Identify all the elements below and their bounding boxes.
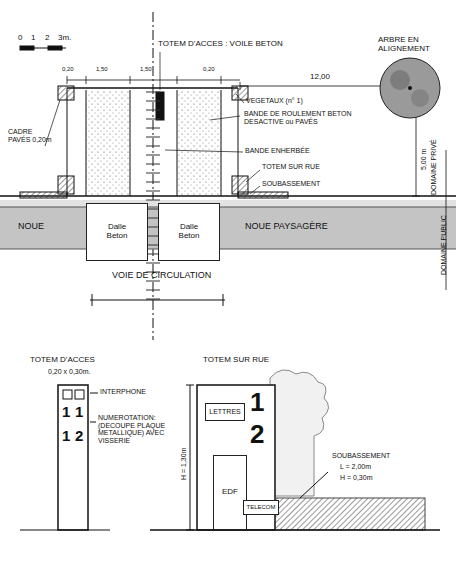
- dimension: 0,20 x 0,30m.: [48, 368, 90, 376]
- zone-label: DOMAINE PRIVÉ: [430, 139, 438, 195]
- dimension: 1,50: [140, 66, 152, 73]
- leader-lines: [45, 52, 260, 194]
- part-label: ARBRE EN ALIGNEMENT: [378, 36, 448, 54]
- part-title: TOTEM D'ACCES: [30, 356, 95, 365]
- street-totem: [150, 370, 440, 530]
- part-label: SOUBASSEMENT: [332, 452, 390, 460]
- node-text: Dalle Beton: [174, 223, 204, 241]
- zone-label: VOIE DE CIRCULATION: [112, 271, 211, 281]
- node-text: Dalle Beton: [102, 223, 132, 241]
- dimension: H = 0,30m: [340, 474, 373, 482]
- meter-box: TELECOM: [243, 500, 279, 515]
- scale-bar: [20, 46, 66, 50]
- dimension: 12,00: [310, 73, 330, 82]
- part-title: TOTEM SUR RUE: [203, 356, 269, 365]
- dimension: 1,50: [96, 66, 108, 73]
- scale-number: 0: [18, 34, 22, 43]
- grass-joint: [146, 281, 160, 282]
- house-number: 2: [75, 428, 83, 445]
- grass-joint: [146, 191, 160, 192]
- house-number: 2: [250, 420, 264, 449]
- part-label: SOUBASSEMENT: [262, 180, 320, 188]
- dimension: H = 1,30m: [180, 448, 188, 481]
- noue-band: [0, 207, 456, 249]
- grass-joint: [146, 155, 160, 156]
- node-text: TELECOM: [246, 504, 275, 511]
- grass-joint: [146, 173, 160, 174]
- concrete-slab: Dalle Beton: [158, 203, 220, 261]
- part-label: BANDE ENHERBÉE: [245, 147, 310, 155]
- part-label: INTERPHONE: [100, 388, 146, 396]
- house-number: 1: [250, 388, 264, 417]
- concrete-slab: Dalle Beton: [86, 203, 148, 261]
- dimension: 0,20: [203, 66, 215, 73]
- grass-joint: [146, 200, 160, 201]
- part-label: BANDE DE ROULEMENT BETON DESACTIVE ou PA…: [244, 110, 364, 125]
- letterbox: LETTRES: [205, 403, 245, 421]
- grass-joint: [146, 92, 160, 93]
- part-label: VEGETAUX (n° 1): [246, 97, 303, 105]
- road-arrow: [90, 294, 225, 306]
- grass-joint: [146, 263, 160, 264]
- grass-joint: [146, 119, 160, 120]
- grass-joint: [146, 101, 160, 102]
- grass-joint: [146, 110, 160, 111]
- grass-joint: [146, 299, 160, 300]
- axis-line: [153, 12, 154, 340]
- scale-number: 1: [31, 34, 35, 43]
- house-number: 1: [62, 428, 70, 445]
- grass-joint: [146, 146, 160, 147]
- house-number: 1: [62, 404, 70, 421]
- part-label: TOTEM D'ACCES : VOILE BETON: [158, 40, 283, 49]
- grass-joint: [146, 164, 160, 165]
- node-text: EDF: [222, 488, 238, 497]
- house-number: 1: [75, 404, 83, 421]
- scale-number: 2: [45, 34, 49, 43]
- scale-number: 3m.: [58, 34, 71, 43]
- dimension: L = 2,00m: [340, 463, 371, 471]
- grass-joint: [146, 128, 160, 129]
- zone-label: DOMAINE PUBLIC: [440, 215, 448, 275]
- part-label: CADRE PAVÉS 0,20m: [8, 128, 52, 143]
- grass-joint: [146, 182, 160, 183]
- part-label: TOTEM SUR RUE: [262, 163, 320, 171]
- access-totem: [20, 385, 110, 530]
- verge: [0, 200, 456, 207]
- zone-label: NOUE: [18, 222, 44, 232]
- dimension: 0,20: [62, 66, 74, 73]
- part-label: NUMEROTATION: (DECOUPE PLAQUE METALLIQUE…: [98, 414, 180, 445]
- meter-box: EDF: [213, 455, 247, 530]
- grass-joint: [146, 137, 160, 138]
- node-text: LETTRES: [209, 408, 241, 416]
- dimension: 5,00 m: [420, 149, 428, 170]
- zone-label: NOUE PAYSAGÈRE: [245, 222, 328, 232]
- tree: [380, 58, 440, 118]
- grass-joint: [146, 290, 160, 291]
